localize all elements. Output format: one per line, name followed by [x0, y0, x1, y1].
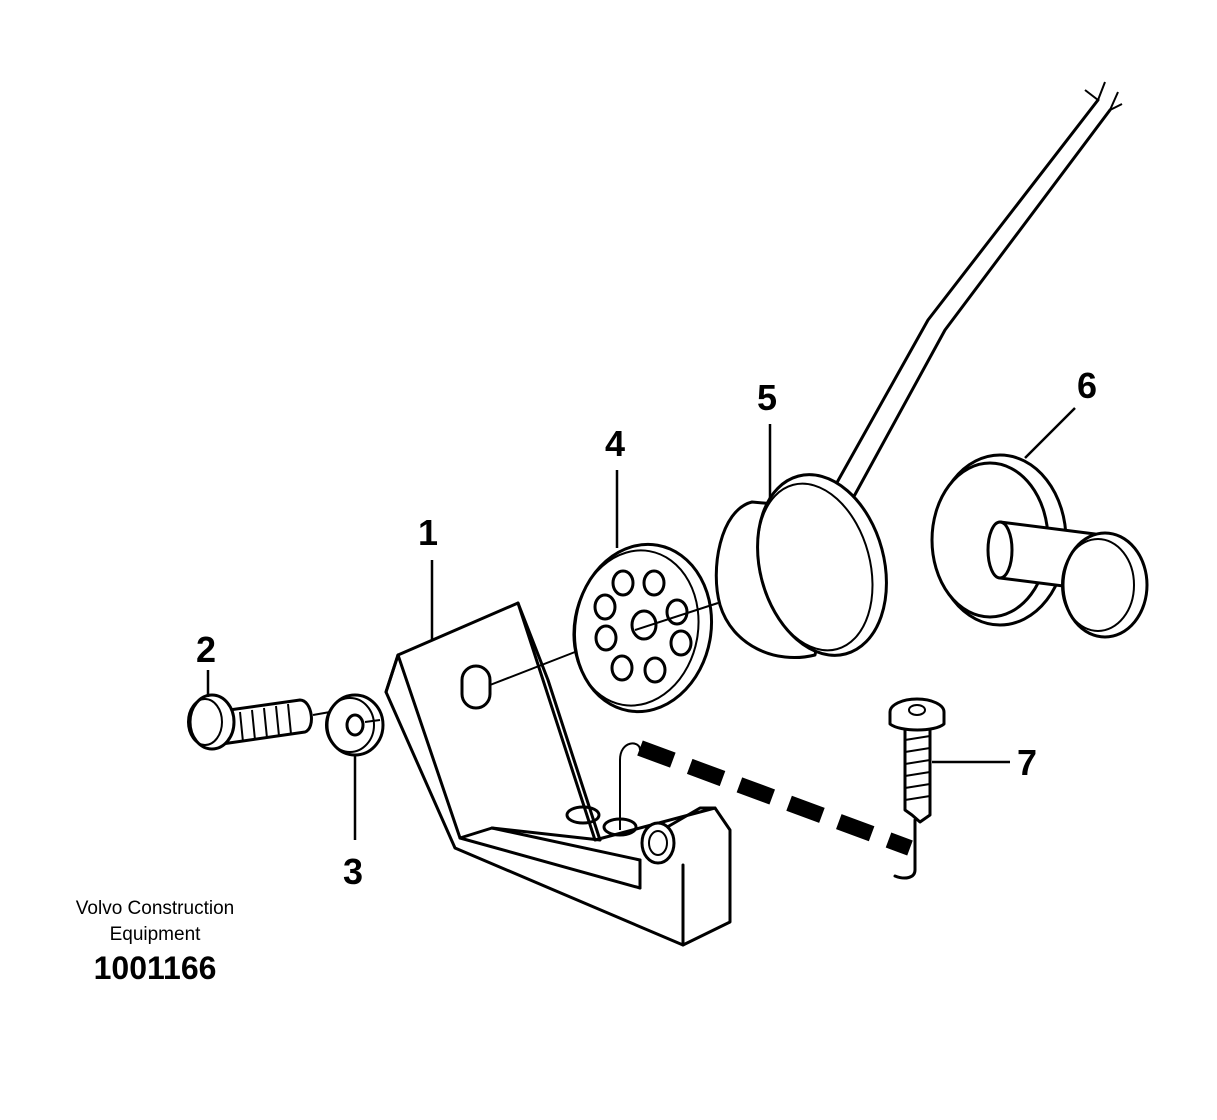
callout-6: 6	[1077, 365, 1097, 406]
company-line-1: Volvo Construction	[75, 898, 235, 919]
part-1-bracket	[384, 601, 732, 947]
assembly-lines	[312, 602, 917, 880]
part-3-washer	[325, 693, 385, 757]
company-caption: Volvo Construction Equipment	[40, 896, 270, 948]
part-5-sensor	[714, 473, 888, 660]
company-line-2: Equipment	[109, 924, 201, 945]
callout-leaders	[206, 407, 1076, 840]
callout-4: 4	[605, 423, 625, 464]
drawing-number: 1001166	[93, 950, 217, 986]
part-7-screw	[888, 697, 946, 824]
callout-2: 2	[196, 629, 216, 670]
callout-5: 5	[757, 377, 777, 418]
part-6-cap	[930, 453, 1149, 639]
callout-1: 1	[418, 512, 438, 553]
sensor-cable	[828, 81, 1123, 502]
callout-7: 7	[1017, 742, 1037, 783]
part-2-bolt	[187, 693, 313, 751]
callout-3: 3	[343, 851, 363, 892]
